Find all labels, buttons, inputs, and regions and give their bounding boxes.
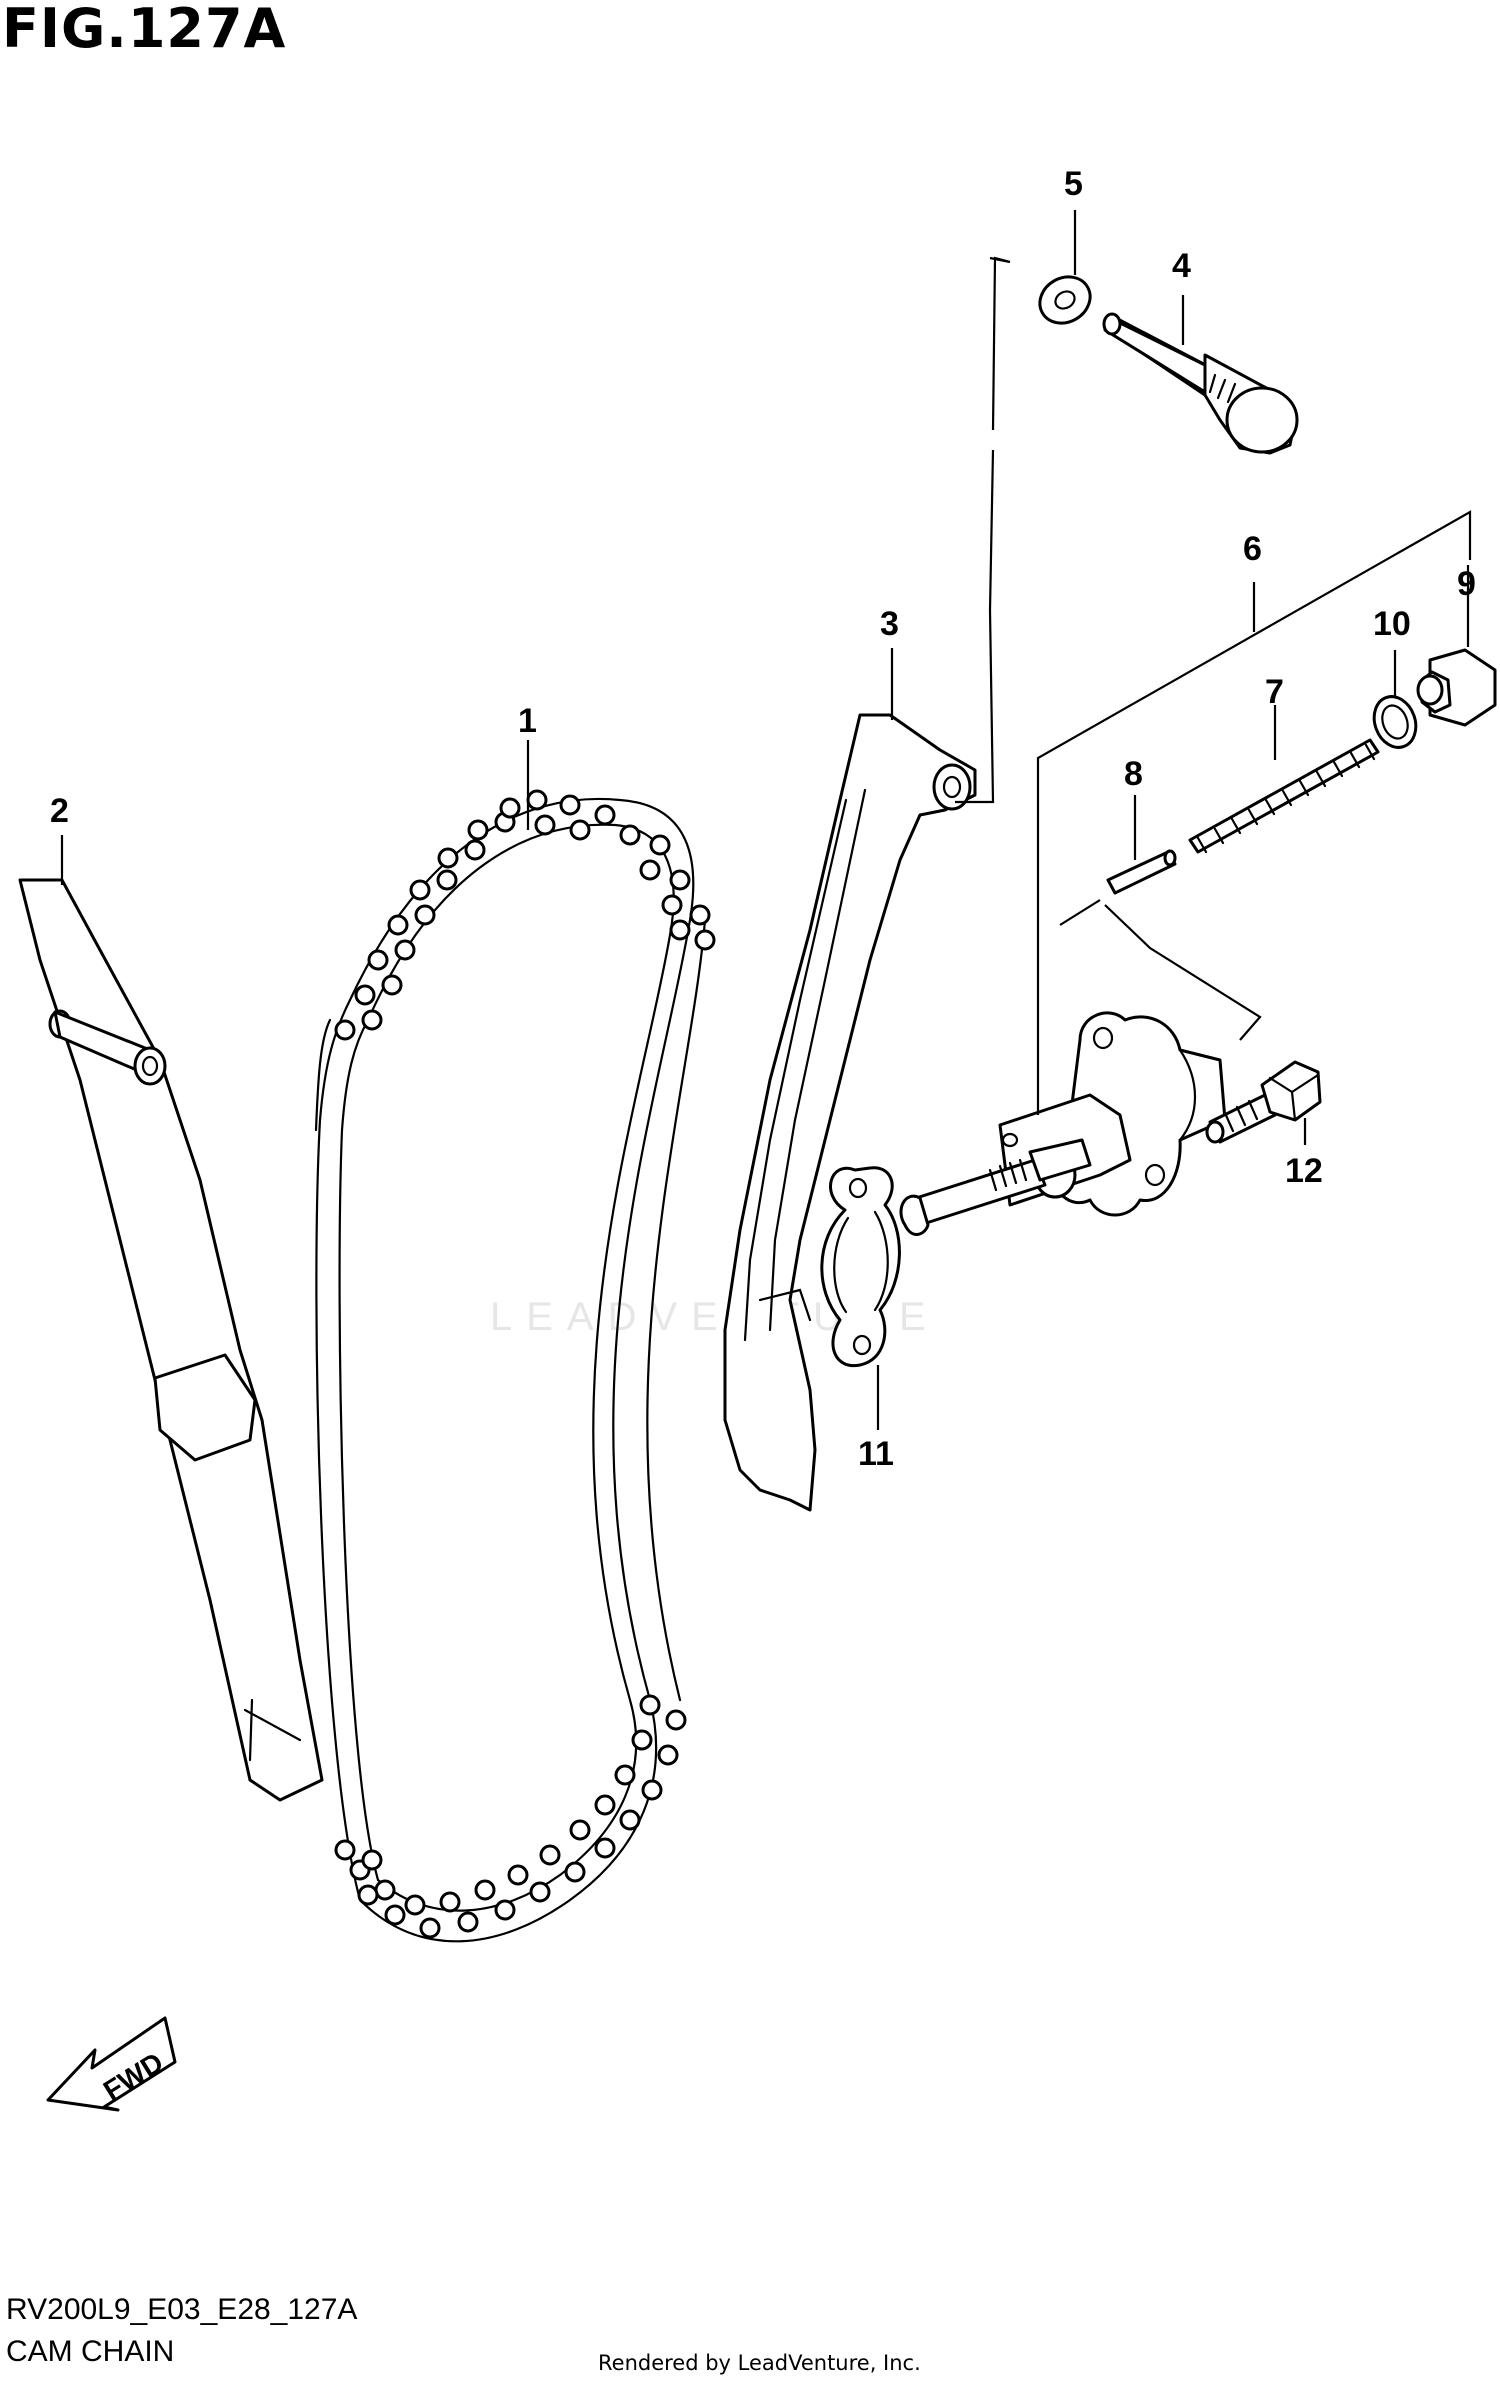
part-7-spring[interactable] [1188,738,1380,854]
callout-1: 1 [518,702,537,740]
chain-links-top [334,789,716,1041]
callout-5: 5 [1064,165,1083,203]
cam-chain-tensioner-body[interactable] [899,1011,1227,1236]
part-12-mounting-bolt[interactable] [1205,1060,1322,1144]
render-credit: Rendered by LeadVenture, Inc. [598,2351,921,2375]
part-2-chain-guide[interactable] [18,878,324,1802]
part-8-pin[interactable] [1106,849,1177,895]
callout-12: 12 [1285,1152,1323,1190]
fwd-arrow: FWD [46,2016,177,2112]
callout-9: 9 [1457,565,1476,603]
callout-3: 3 [880,605,899,643]
callout-7: 7 [1265,673,1284,711]
leader-lines [60,210,1472,1430]
part-11-tensioner-gasket[interactable] [820,1166,901,1368]
callout-2: 2 [50,792,69,830]
callout-10: 10 [1373,605,1411,643]
callout-6: 6 [1243,530,1262,568]
diagram-name: CAM CHAIN [6,2335,175,2368]
callout-labels: 1 2 3 4 5 6 7 8 9 10 11 12 [50,165,1476,1473]
callout-4: 4 [1172,247,1191,285]
part-10-gasket[interactable] [1367,691,1422,754]
part-4-pivot-bolt[interactable] [1102,312,1299,455]
part-5-washer[interactable] [1031,268,1098,332]
callout-8: 8 [1124,755,1143,793]
diagram-code: RV200L9_E03_E28_127A [6,2293,358,2326]
part-3-tensioner-arm[interactable] [723,713,977,1512]
part-9-cap-bolt[interactable] [1416,648,1497,727]
part-1-cam-chain[interactable] [314,789,716,1943]
figure-title: FIG.127A [2,0,287,60]
chain-links-bottom [334,1694,687,1939]
callout-11: 11 [858,1435,894,1473]
